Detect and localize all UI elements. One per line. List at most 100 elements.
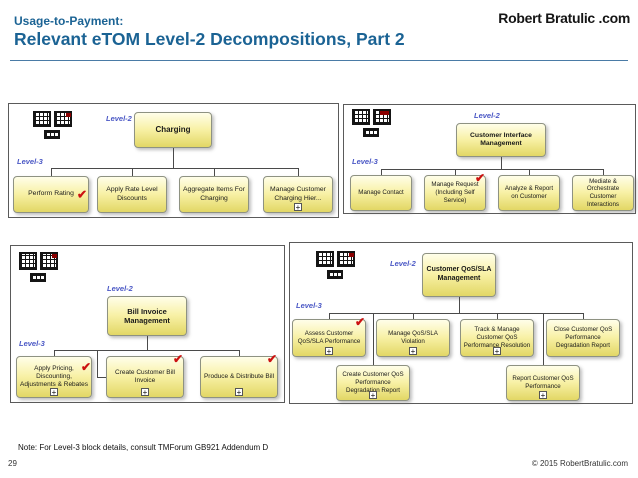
process-label: Track & Manage Customer QoS Performance … (463, 326, 531, 349)
process-box: Manage Request (Including Self Service) … (424, 171, 486, 211)
process-box: Produce & Distribute Bill ✔ + (200, 352, 278, 398)
process-label: Customer QoS/SLA Management (426, 266, 492, 282)
connector-line (583, 313, 584, 319)
connector-line (132, 168, 133, 176)
level-3-label: Level-3 (17, 157, 43, 166)
connector-line (381, 169, 603, 170)
process-box: Create Customer QoS Performance Degradat… (336, 365, 410, 401)
level-2-label: Level-2 (106, 114, 132, 123)
process-label: Apply Pricing, Discounting, Adjustments … (20, 364, 88, 389)
process-label: Mediate & Orchestrate Customer Interacti… (586, 177, 620, 208)
process-label: Analyze & Report on Customer (504, 185, 554, 200)
level-2-label: Level-2 (474, 111, 500, 120)
etom-map-icon (352, 109, 394, 139)
title-divider (10, 60, 628, 61)
diagram-panel-bill-invoice-management: Level-2 Level-3 Bill Invoice Management … (10, 245, 285, 403)
process-box: Aggregate Items For Charging (179, 176, 249, 213)
expander-icon[interactable]: + (235, 388, 243, 397)
connector-line (543, 313, 544, 365)
connector-line (501, 157, 502, 169)
process-label: Manage Request (Including Self Service) (431, 181, 479, 204)
connector-line (413, 313, 414, 319)
process-box: Assess Customer QoS/SLA Performance ✔ + (292, 315, 366, 357)
connector-line (298, 168, 299, 176)
process-box: Mediate & Orchestrate Customer Interacti… (572, 175, 634, 211)
level-2-label: Level-2 (107, 284, 133, 293)
connector-line (214, 168, 215, 176)
connector-line (455, 169, 456, 175)
process-box: Manage QoS/SLA Violation + (376, 319, 450, 357)
connector-line (54, 350, 239, 351)
expander-icon[interactable]: + (369, 391, 377, 400)
connector-line (329, 313, 583, 314)
checkmark-icon: ✔ (474, 171, 485, 185)
process-box: Apply Rate Level Discounts (97, 176, 167, 213)
process-box: Create Customer Bill Invoice ✔ + (106, 352, 184, 398)
connector-line (529, 169, 530, 175)
process-box-bill-invoice-management: Bill Invoice Management (107, 296, 187, 336)
process-label: Create Customer QoS Performance Degradat… (342, 371, 404, 394)
connector-line (381, 169, 382, 175)
logo: Robert Bratulic .com (498, 10, 630, 26)
connector-line (459, 297, 460, 313)
process-label: Customer Interface Management (470, 131, 532, 147)
expander-icon[interactable]: + (141, 388, 149, 397)
diagram-panel-customer-qos-sla-management: Level-2 Level-3 Customer QoS/SLA Managem… (289, 242, 633, 404)
expander-icon[interactable]: + (409, 347, 417, 356)
expander-icon[interactable]: + (325, 347, 333, 356)
expander-icon[interactable]: + (50, 388, 58, 397)
etom-map-icon (19, 252, 61, 282)
process-label: Charging (155, 125, 191, 134)
connector-line (97, 350, 98, 377)
expander-icon[interactable]: + (493, 347, 501, 356)
process-box: Manage Customer Charging Hier... + (263, 176, 333, 213)
process-label: Create Customer Bill Invoice (115, 368, 175, 384)
process-label: Produce & Distribute Bill (203, 372, 275, 380)
process-box: Apply Pricing, Discounting, Adjustments … (16, 356, 92, 398)
expander-icon[interactable]: + (539, 391, 547, 400)
process-box: Analyze & Report on Customer (498, 175, 560, 211)
connector-line (373, 313, 374, 365)
process-box: Close Customer QoS Performance Degradati… (546, 319, 620, 357)
process-label: Close Customer QoS Performance Degradati… (553, 326, 613, 349)
connector-line (329, 313, 330, 319)
checkmark-icon: ✔ (172, 352, 183, 366)
connector-line (603, 169, 604, 175)
checkmark-icon: ✔ (354, 315, 365, 329)
connector-line (173, 148, 174, 168)
connector-line (239, 350, 240, 356)
checkmark-icon: ✔ (80, 360, 91, 374)
process-box: Manage Contact (350, 175, 412, 211)
process-label: Aggregate Items For Charging (183, 186, 245, 202)
connector-line (51, 168, 298, 169)
process-box: Track & Manage Customer QoS Performance … (460, 319, 534, 357)
process-label: Report Customer QoS Performance (512, 375, 574, 390)
process-box-customer-qos-sla-management: Customer QoS/SLA Management (422, 253, 496, 297)
process-box: Perform Rating ✔ (13, 176, 89, 213)
process-box-charging: Charging (134, 112, 212, 148)
process-label: Manage Contact (358, 189, 404, 197)
level-3-label: Level-3 (19, 339, 45, 348)
copyright: © 2015 RobertBratulic.com (531, 459, 628, 468)
level-3-label: Level-3 (296, 301, 322, 310)
process-box-customer-interface-management: Customer Interface Management (456, 123, 546, 157)
diagram-panel-customer-interface-management: Level-2 Level-3 Customer Interface Manag… (343, 104, 636, 214)
slide-kicker: Usage-to-Payment: (14, 14, 124, 28)
level-3-label: Level-3 (352, 157, 378, 166)
level-2-label: Level-2 (390, 259, 416, 268)
diagram-panel-charging: Level-2 Level-3 Charging Perform Rating … (8, 103, 339, 218)
page-title: Relevant eTOM Level-2 Decompositions, Pa… (14, 29, 405, 49)
connector-line (97, 377, 106, 378)
connector-line (497, 313, 498, 319)
process-label: Manage QoS/SLA Violation (388, 330, 438, 345)
checkmark-icon: ✔ (266, 352, 277, 366)
etom-map-icon (33, 111, 75, 141)
checkmark-icon: ✔ (76, 186, 87, 201)
process-label: Manage Customer Charging Hier... (270, 186, 326, 202)
expander-icon[interactable]: + (294, 203, 302, 212)
process-label: Bill Invoice Management (124, 306, 170, 325)
connector-line (54, 350, 55, 356)
process-box: Report Customer QoS Performance + (506, 365, 580, 401)
etom-map-icon (316, 251, 358, 281)
